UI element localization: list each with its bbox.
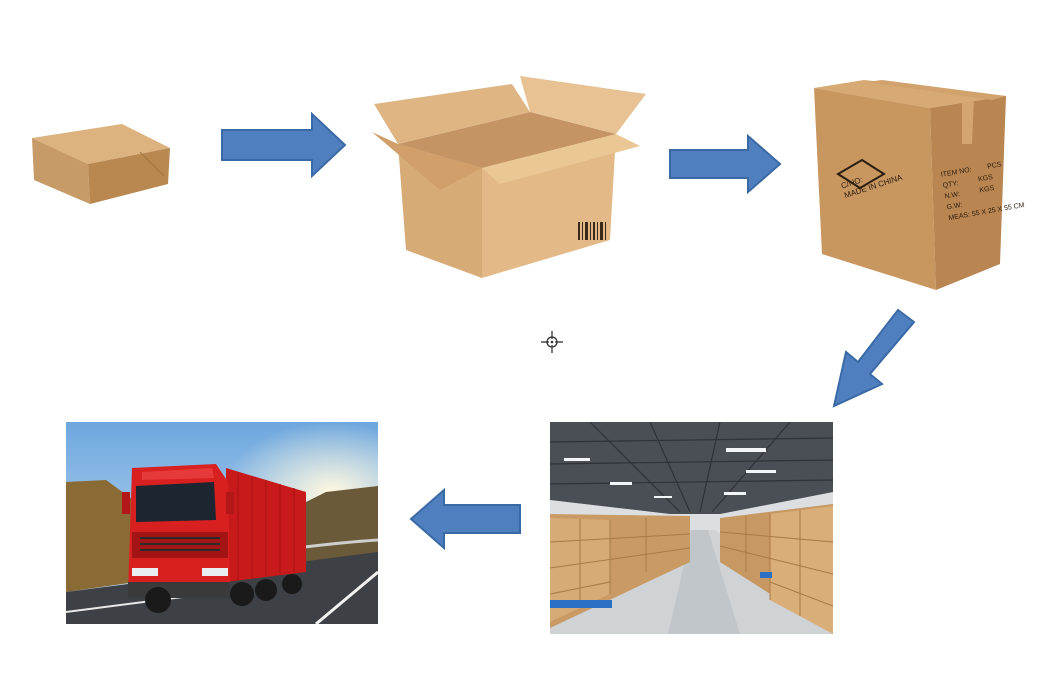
right-arrow-icon: [220, 112, 348, 178]
small-product-box: [30, 118, 172, 206]
down-left-arrow-icon: [828, 308, 920, 410]
open-shipping-carton: [370, 72, 650, 280]
crosshair-move-cursor-icon: [540, 330, 564, 354]
spec-meas: MEAS:: [947, 211, 971, 223]
spec-unit-pcs: PCS: [986, 161, 1003, 171]
left-arrow-icon: [408, 488, 524, 550]
warehouse-photo: [550, 422, 833, 634]
red-truck-photo: [66, 422, 378, 624]
spec-gw: G.W:: [946, 201, 963, 212]
spec-unit-kgs-1: KGS: [977, 173, 994, 184]
right-arrow-icon: [668, 134, 784, 194]
sealed-export-carton: C/NO: MADE IN CHINA ITEM NO: PCS QTY: KG…: [812, 78, 1025, 292]
spec-nw: N.W:: [944, 190, 961, 201]
carton-spec-text: ITEM NO: PCS QTY: KGS N.W: KGS G.W: MEAS…: [940, 157, 1025, 225]
spec-unit-kgs-2: KGS: [979, 184, 995, 195]
